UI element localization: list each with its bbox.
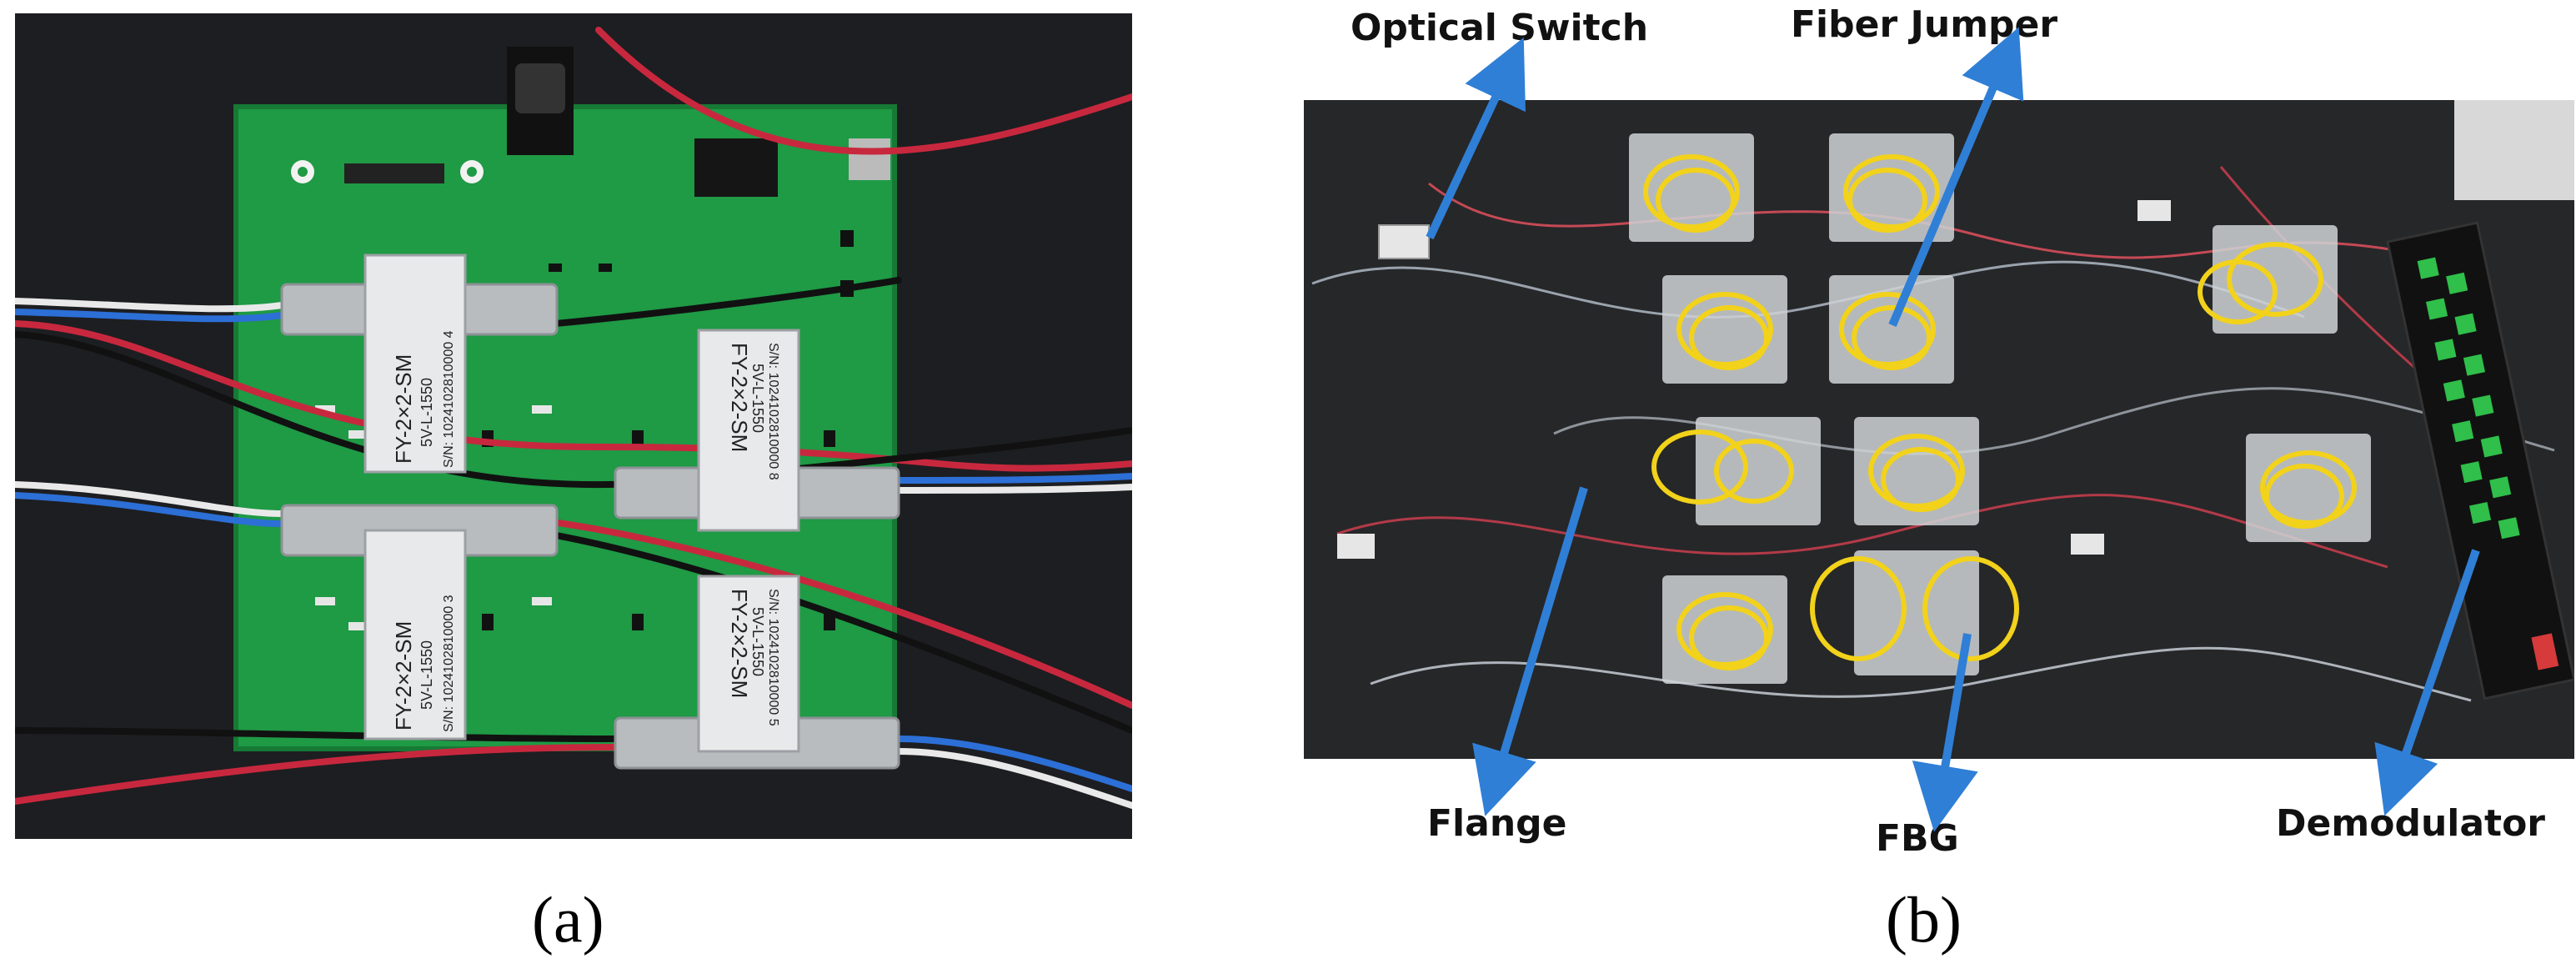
module-4 bbox=[614, 575, 900, 770]
module-3 bbox=[280, 504, 559, 741]
arrow-fiber-jumper bbox=[1888, 27, 2024, 327]
module-4-model: FY-2×2-SM bbox=[727, 589, 752, 698]
module-2-model: FY-2×2-SM bbox=[727, 343, 752, 452]
module-3-model: FY-2×2-SM bbox=[391, 621, 416, 730]
pcb-photo-illustration: FY-2×2-SM 5V-L-1550 S/N: 1024102810000 4… bbox=[15, 13, 1132, 839]
fbg-setup-illustration bbox=[1304, 100, 2574, 759]
pcb-photo: FY-2×2-SM 5V-L-1550 S/N: 1024102810000 4… bbox=[15, 13, 1132, 839]
caption-b: (b) bbox=[1886, 883, 1962, 956]
module-4-sn: S/N: 1024102810000 5 bbox=[766, 589, 780, 726]
module-1-sn: S/N: 1024102810000 4 bbox=[442, 330, 456, 468]
module-4-spec: 5V-L-1550 bbox=[749, 607, 766, 676]
arrow-fbg bbox=[1912, 633, 1978, 832]
module-3-sn: S/N: 1024102810000 3 bbox=[442, 595, 456, 732]
module-3-spec: 5V-L-1550 bbox=[418, 640, 435, 710]
arrow-optical-switch bbox=[1426, 37, 1526, 240]
module-1-model: FY-2×2-SM bbox=[391, 354, 416, 464]
module-2-sn: S/N: 1024102810000 8 bbox=[766, 343, 780, 480]
module-2 bbox=[614, 329, 900, 532]
module-2-spec: 5V-L-1550 bbox=[749, 364, 766, 433]
module-1 bbox=[280, 254, 559, 474]
arrow-demodulator bbox=[2374, 549, 2480, 816]
demodulator-body bbox=[2386, 221, 2574, 700]
module-1-spec: 5V-L-1550 bbox=[418, 378, 435, 447]
fbg-setup-photo bbox=[1304, 100, 2574, 759]
arrow-flange bbox=[1472, 486, 1588, 816]
caption-a: (a) bbox=[532, 883, 604, 956]
optical-switch-body bbox=[1378, 224, 1430, 259]
